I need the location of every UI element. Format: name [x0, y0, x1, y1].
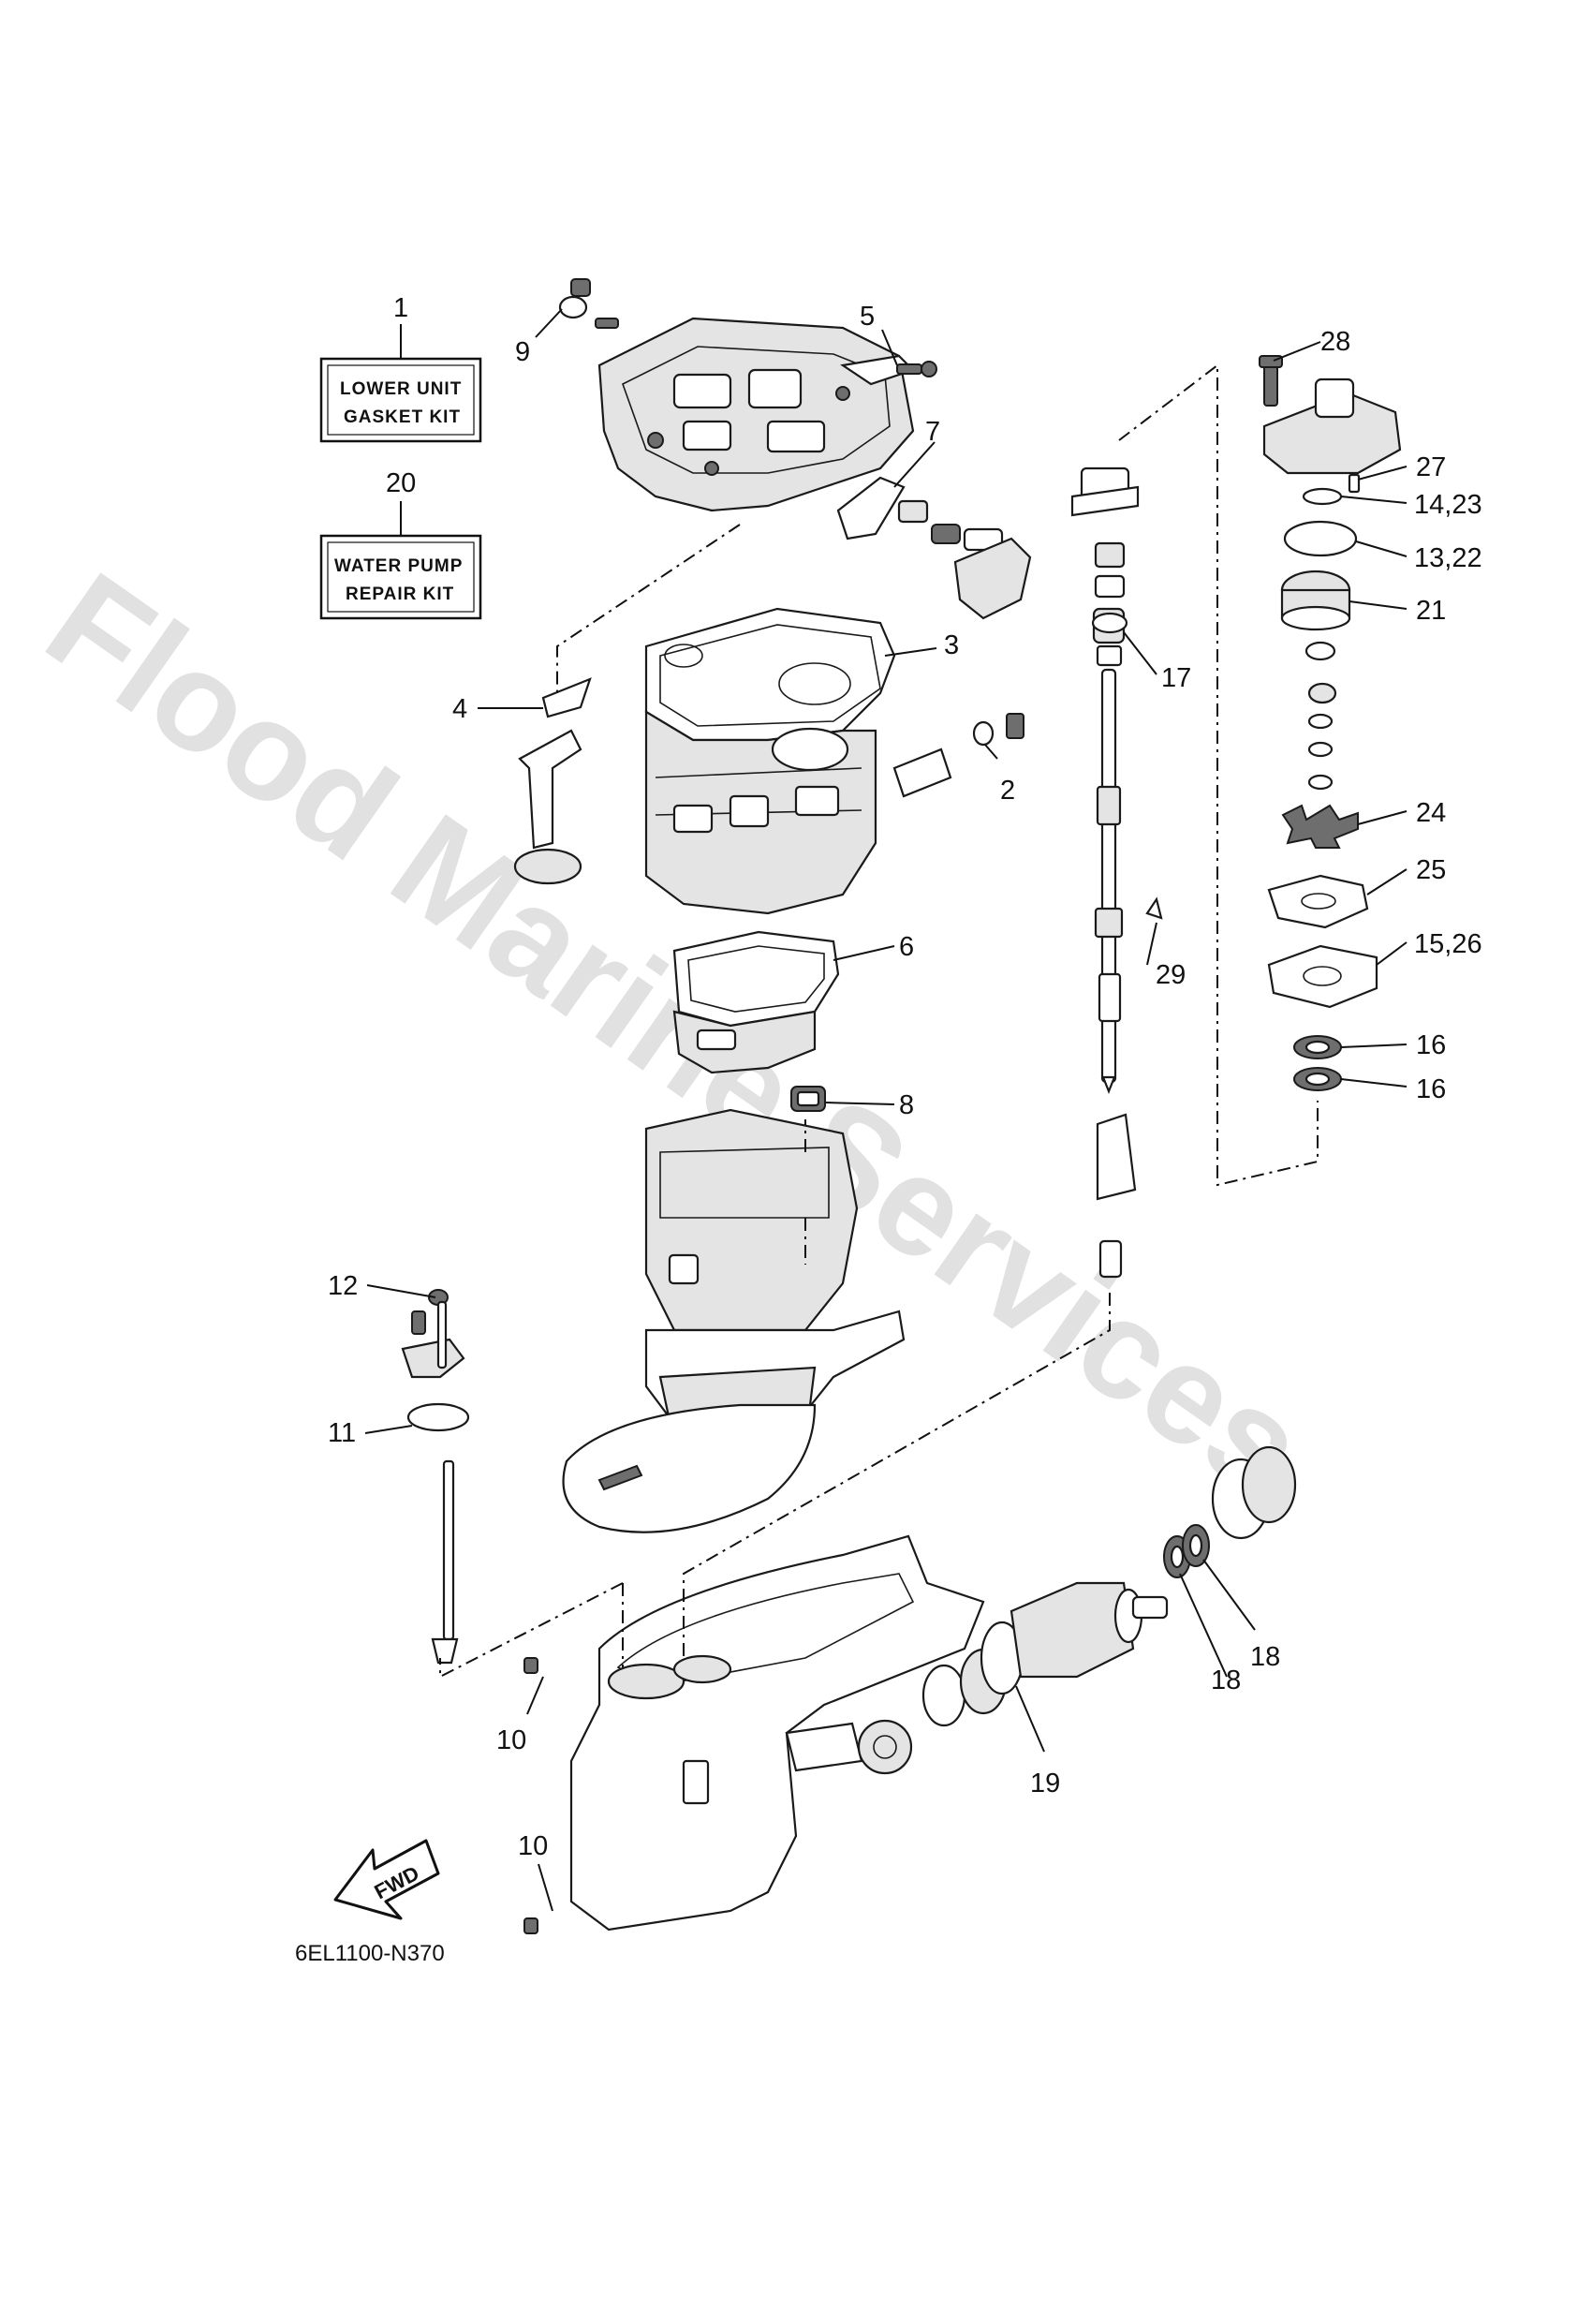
kit-water-pump-repair: 20 WATER PUMP REPAIR KIT	[319, 468, 482, 620]
kit-20-line1: WATER PUMP	[334, 556, 463, 576]
kit-1-line1: LOWER UNIT	[340, 379, 462, 399]
seals-18	[1163, 1524, 1210, 1578]
bearing-17	[1091, 612, 1128, 634]
callout-13-22: 13,22	[1414, 543, 1482, 573]
callout-27: 27	[1416, 452, 1446, 482]
kit-lower-unit-gasket: 1 LOWER UNIT GASKET KIT	[319, 293, 482, 443]
propeller-shaft-housing	[1010, 1581, 1169, 1679]
cover-7	[836, 476, 1032, 620]
gasket-6	[672, 930, 840, 1028]
forward-gear	[857, 1719, 913, 1775]
callout-21: 21	[1416, 596, 1446, 626]
pipe-2	[892, 713, 1024, 798]
callout-10a: 10	[496, 1725, 526, 1755]
bearing-housing	[1211, 1445, 1297, 1540]
kit-1-line2: GASKET KIT	[344, 407, 461, 427]
callout-24: 24	[1416, 798, 1446, 828]
fwd-arrow-icon: FWD	[333, 1839, 440, 1920]
screw-5	[896, 361, 937, 377]
oring-14-23	[1302, 487, 1343, 506]
plate-15-26	[1267, 944, 1378, 1009]
callout-16b: 16	[1416, 1074, 1446, 1104]
callout-12: 12	[328, 1271, 358, 1301]
callout-5: 5	[860, 302, 875, 332]
callout-10b: 10	[518, 1831, 548, 1861]
upper-casing-plate	[597, 317, 916, 512]
callout-11: 11	[328, 1418, 356, 1448]
clip-29	[1145, 896, 1163, 920]
seals-16	[1293, 1035, 1342, 1091]
callout-7: 7	[925, 417, 940, 447]
callout-6: 6	[899, 932, 914, 962]
callout-18a: 18	[1250, 1642, 1280, 1672]
bolt-9	[558, 278, 619, 329]
insert-cartridge-21	[1280, 570, 1351, 631]
callout-14-23: 14,23	[1414, 490, 1482, 520]
callout-2: 2	[1000, 776, 1015, 806]
pin-27	[1348, 473, 1361, 494]
callout-18b: 18	[1211, 1665, 1241, 1695]
callouts: 9 5 7 3 2 4 6 8 12 11 17 29 28 27 14,23 …	[328, 302, 1482, 1861]
gasket-3	[644, 607, 896, 742]
callout-20: 20	[386, 468, 416, 498]
callout-15-26: 15,26	[1414, 929, 1482, 959]
callout-28: 28	[1320, 327, 1350, 357]
middle-plate	[672, 1010, 817, 1074]
diagram-code: 6EL1100-N370	[295, 1941, 445, 1966]
exhaust-housing	[644, 710, 877, 915]
callout-19: 19	[1030, 1769, 1060, 1799]
seal-8	[790, 1086, 826, 1112]
callout-8: 8	[899, 1090, 914, 1120]
impeller-24	[1281, 804, 1359, 849]
callout-17: 17	[1161, 663, 1191, 693]
gear-case	[523, 1534, 985, 1934]
callout-29: 29	[1156, 960, 1186, 990]
lower-casing-upper	[644, 1108, 859, 1332]
callout-16a: 16	[1416, 1030, 1446, 1060]
oil-strainer-4	[513, 677, 592, 885]
drive-shaft-assembly	[1070, 466, 1140, 1279]
water-pump-housing-28	[1259, 355, 1402, 475]
gasket-25	[1267, 874, 1369, 929]
anti-cavitation-plate	[562, 1403, 817, 1533]
oring-13-22	[1283, 520, 1358, 557]
callout-1: 1	[393, 293, 408, 323]
callout-25: 25	[1416, 855, 1446, 885]
callout-4: 4	[452, 694, 467, 724]
leader-lines	[364, 308, 1408, 1912]
kit-20-line2: REPAIR KIT	[346, 585, 454, 604]
assembly-lines	[439, 363, 1319, 1679]
callout-9: 9	[515, 337, 530, 367]
shift-rod-assembly	[401, 1289, 470, 1665]
callout-3: 3	[944, 630, 959, 660]
pump-small-parts	[1304, 641, 1337, 791]
